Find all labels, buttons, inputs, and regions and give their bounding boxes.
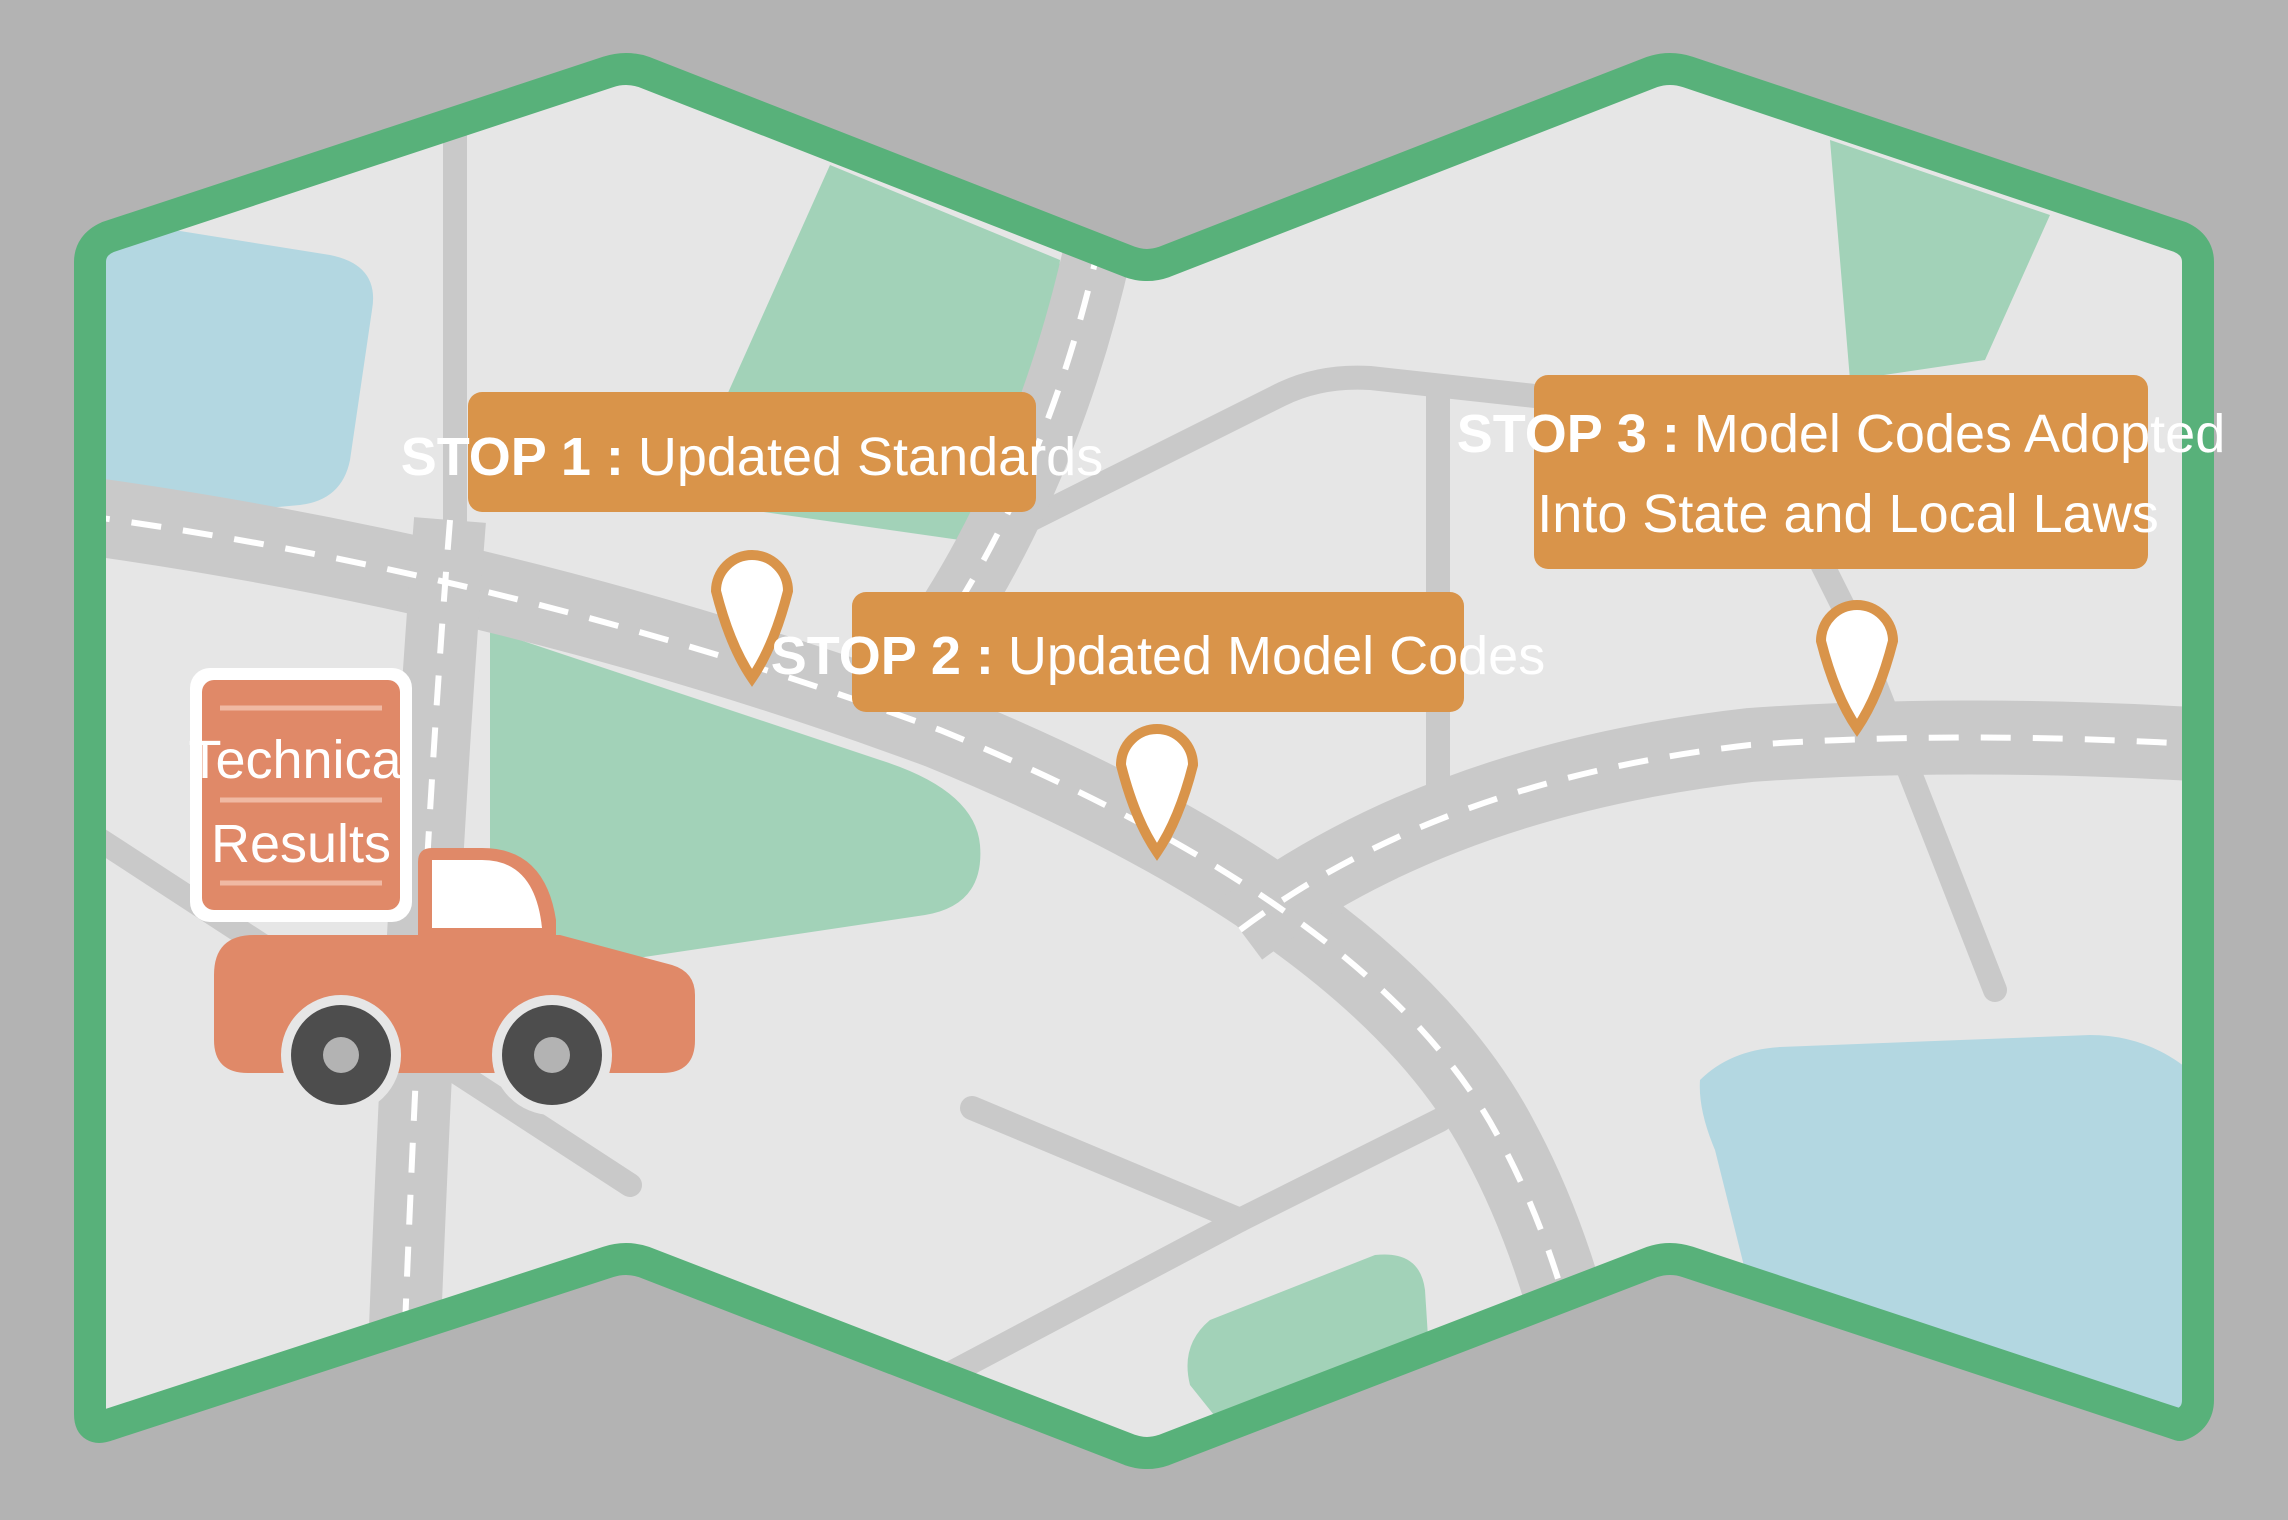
stop-2-text: Updated Model Codes [1008,626,1545,686]
stop-3-box [1534,375,2148,569]
svg-text:STOP 1 :Updated Standards: STOP 1 :Updated Standards [401,427,1103,487]
park-top-right [1830,140,2050,380]
map-border [74,53,2214,1469]
stop-1-text: Updated Standards [638,427,1103,487]
map-pin-icon [1815,600,1899,737]
truck-wheel-rear [281,995,401,1115]
stop-1-label: STOP 1 : [401,427,624,487]
stop-3-label: STOP 3 : [1457,404,1680,464]
stop-3-text-line2: Into State and Local Laws [1537,484,2158,544]
map-pin-icon [710,550,794,687]
truck-sign [202,680,400,910]
map-pin-icon [1115,724,1199,861]
park-middle [490,630,981,980]
truck-sign-line1: Technical [188,730,413,790]
stop-3-callout: STOP 3 :Model Codes Adopted Into State a… [1457,375,2225,569]
svg-text:STOP 3 :Model Codes Adopted: STOP 3 :Model Codes Adopted [1457,404,2225,464]
stop-2-callout: STOP 2 :Updated Model Codes [771,592,1545,712]
truck-wheel-front [492,995,612,1115]
stop-1-box [468,392,1036,512]
truck-icon: Technical Results [188,668,695,1115]
lake-top-left [90,215,374,525]
stop-2-label: STOP 2 : [771,626,994,686]
stop-1-callout: STOP 1 :Updated Standards [401,392,1103,512]
truck-window [432,860,542,928]
stop-3-text-line1: Model Codes Adopted [1694,404,2225,464]
truck-sign-line2: Results [211,814,391,874]
stop-2-box [852,592,1464,712]
svg-text:STOP 2 :Updated Model Codes: STOP 2 :Updated Model Codes [771,626,1545,686]
lake-bottom-right [1699,1035,2198,1450]
